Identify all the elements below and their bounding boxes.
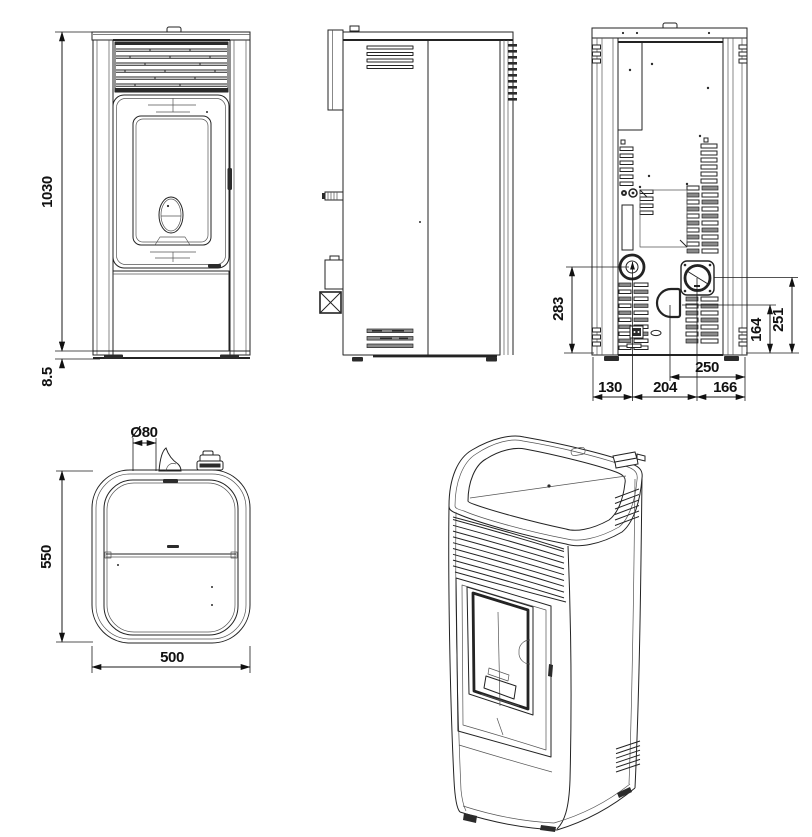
persp-top-rim xyxy=(448,435,643,547)
persp-louver-band xyxy=(452,516,567,603)
front-door xyxy=(112,94,232,269)
side-rear-pipe xyxy=(322,191,344,201)
persp-top-cap xyxy=(612,451,646,469)
front-view xyxy=(91,26,251,359)
rear-column-slots xyxy=(592,44,748,347)
rear-air-inlet xyxy=(655,287,682,319)
front-left-foot xyxy=(104,354,123,359)
front-right-foot xyxy=(220,354,239,359)
rear-bracket-outline xyxy=(639,189,688,248)
dim-rear-span-center: 204 xyxy=(653,379,678,396)
top-dimensions: Ø80 550 500 xyxy=(38,424,251,673)
dim-rear-inlet-height: 164 xyxy=(748,317,765,342)
side-body xyxy=(342,39,501,356)
front-left-column xyxy=(92,39,114,356)
persp-left-edge xyxy=(448,505,461,813)
dim-front-base: 8.5 xyxy=(39,367,56,387)
rear-power-socket xyxy=(629,325,644,339)
rear-left-column xyxy=(591,37,619,356)
persp-front-seam xyxy=(556,545,572,830)
side-bottom-vents xyxy=(366,328,414,348)
rear-tall-slot xyxy=(621,204,634,251)
rear-oval-knockout xyxy=(650,329,662,337)
front-door-glass xyxy=(132,115,212,246)
rear-right-column xyxy=(722,37,748,356)
front-dimensions: 1030 8.5 xyxy=(39,31,160,387)
dim-rear-span-right: 166 xyxy=(713,379,737,396)
rear-duct xyxy=(617,41,643,131)
persp-foot xyxy=(617,787,632,798)
persp-door-handle xyxy=(548,664,553,677)
persp-foot xyxy=(463,813,477,823)
persp-top-lid xyxy=(467,447,626,531)
top-flue-elbow xyxy=(158,447,182,472)
persp-side-vents-bottom xyxy=(615,740,641,773)
dim-rear-outlet-span: 250 xyxy=(695,359,719,376)
persp-door-window xyxy=(466,586,534,716)
persp-foot xyxy=(540,825,556,832)
persp-door xyxy=(455,577,553,758)
persp-right-edge xyxy=(634,477,643,789)
front-door-window xyxy=(158,196,184,234)
front-door-handle xyxy=(227,168,232,190)
persp-side-vents-top xyxy=(614,488,640,526)
top-body-outline xyxy=(91,469,251,644)
side-fan-box xyxy=(319,291,342,314)
rear-view xyxy=(591,22,748,361)
dim-front-height: 1030 xyxy=(39,176,56,208)
front-grille xyxy=(114,41,229,93)
dim-rear-span-left: 130 xyxy=(598,379,622,396)
top-lid xyxy=(103,479,239,636)
side-rear-box xyxy=(324,259,344,290)
rear-round-connector xyxy=(680,260,715,296)
side-front-ribs xyxy=(508,44,517,101)
rear-dimensions: 283 164 251 250 130 204 166 xyxy=(550,261,799,401)
perspective-view xyxy=(448,435,646,832)
side-top-vents xyxy=(366,45,414,69)
dim-top-width: 500 xyxy=(160,649,184,666)
front-lower-panel xyxy=(112,270,230,352)
dim-rear-outlet-height: 251 xyxy=(770,308,787,332)
front-right-column xyxy=(229,39,251,356)
side-rear-duct xyxy=(327,29,344,111)
top-cap xyxy=(196,450,224,471)
side-view xyxy=(319,25,517,362)
dim-rear-flue-height: 283 xyxy=(550,297,567,321)
dim-top-depth: 550 xyxy=(38,545,55,569)
dim-top-flue-diameter: Ø80 xyxy=(130,424,157,441)
top-view xyxy=(91,447,251,644)
rear-vents xyxy=(618,137,719,350)
